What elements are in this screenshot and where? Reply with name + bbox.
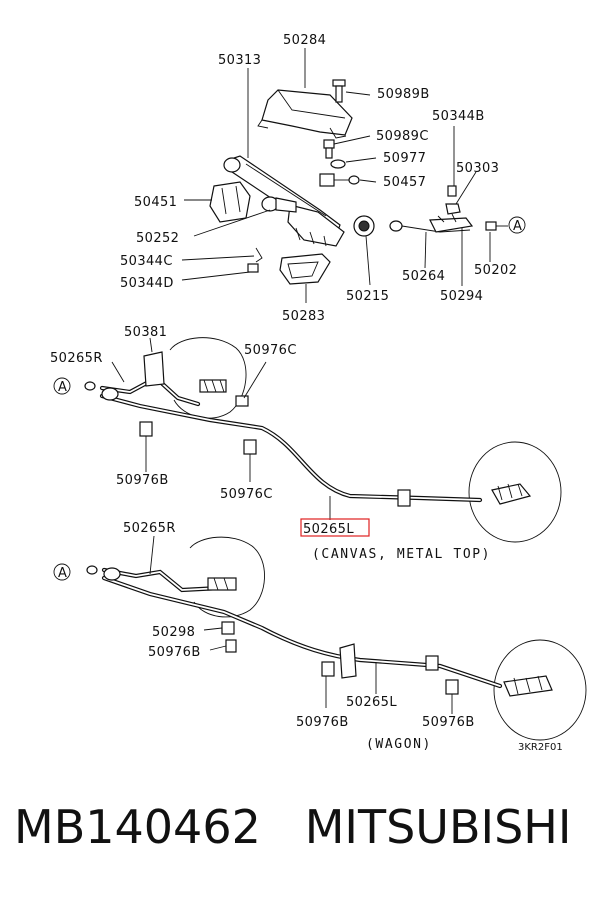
part-number: MB140462 <box>14 800 261 854</box>
brand-name: MITSUBISHI <box>304 800 572 854</box>
label-50457: 50457 <box>383 175 426 190</box>
label-50976b-bottom-middle: 50976B <box>296 715 349 730</box>
label-50294: 50294 <box>440 289 483 304</box>
label-50977: 50977 <box>383 151 426 166</box>
top-assembly-labels: 50284 50313 50989B 50344B 50989C 50977 5… <box>120 33 517 324</box>
label-50298: 50298 <box>152 625 195 640</box>
label-50264: 50264 <box>402 269 445 284</box>
bottom-assembly-labels: 50265R 50298 50976B 50265L 50976B 50976B… <box>123 521 563 753</box>
label-50976c-upper: 50976C <box>244 343 297 358</box>
exploded-parts-diagram: A 50284 50313 50989B 50344B 50989C 50977… <box>50 33 587 753</box>
bottom-assembly-drawing: A <box>53 535 587 741</box>
reference-marker-a-bottom: A <box>58 566 67 581</box>
label-50313: 50313 <box>218 53 261 68</box>
label-50976b-bottom-left: 50976B <box>148 645 201 660</box>
label-50976b-bottom-right: 50976B <box>422 715 475 730</box>
footer-title: MB140462 MITSUBISHI <box>14 800 571 854</box>
label-50202: 50202 <box>474 263 517 278</box>
label-50284: 50284 <box>283 33 326 48</box>
label-50976c-lower: 50976C <box>220 487 273 502</box>
label-50976b-middle: 50976B <box>116 473 169 488</box>
label-50215: 50215 <box>346 289 389 304</box>
label-50265r-bottom: 50265R <box>123 521 176 536</box>
label-50451: 50451 <box>134 195 177 210</box>
label-50344b: 50344B <box>432 109 485 124</box>
label-50265r-middle: 50265R <box>50 351 103 366</box>
label-50989c: 50989C <box>376 129 429 144</box>
label-50265l-bottom: 50265L <box>346 695 397 710</box>
label-50283: 50283 <box>282 309 325 324</box>
label-50252: 50252 <box>136 231 179 246</box>
top-assembly-drawing: A <box>181 48 526 303</box>
diagram-code: 3KR2F01 <box>518 742 563 753</box>
middle-assembly-labels: 50381 50265R 50976C 50976B 50976C 50265L… <box>50 325 491 562</box>
middle-assembly-drawing: A <box>53 337 562 543</box>
reference-marker-a-middle: A <box>58 380 67 395</box>
label-50381: 50381 <box>124 325 167 340</box>
label-50344d: 50344D <box>120 276 174 291</box>
note-canvas-metal-top: (CANVAS, METAL TOP) <box>312 547 491 562</box>
label-50344c: 50344C <box>120 254 173 269</box>
label-50265l-highlighted: 50265L <box>303 522 354 537</box>
note-wagon: (WAGON) <box>366 737 432 752</box>
label-50989b: 50989B <box>377 87 430 102</box>
reference-marker-a: A <box>513 219 522 234</box>
label-50303: 50303 <box>456 161 499 176</box>
highlight-box-50265l <box>300 518 370 537</box>
